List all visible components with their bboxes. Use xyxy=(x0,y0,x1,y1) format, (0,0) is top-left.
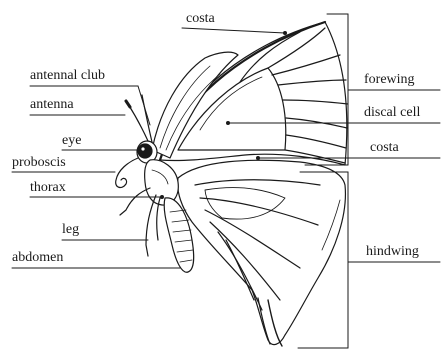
label-eye: eye xyxy=(62,133,81,149)
hindwing-shape xyxy=(178,160,346,346)
label-discal-cell: discal cell xyxy=(364,105,420,121)
label-leg: leg xyxy=(62,222,79,238)
label-antenna: antenna xyxy=(30,97,74,113)
label-costa-right: costa xyxy=(370,140,399,156)
label-abdomen: abdomen xyxy=(12,250,63,266)
label-thorax: thorax xyxy=(30,180,66,196)
label-forewing: forewing xyxy=(364,72,415,88)
label-hindwing: hindwing xyxy=(366,244,419,260)
label-costa-top: costa xyxy=(186,11,215,27)
label-proboscis: proboscis xyxy=(12,155,66,171)
label-antennal-club: antennal club xyxy=(30,68,105,84)
